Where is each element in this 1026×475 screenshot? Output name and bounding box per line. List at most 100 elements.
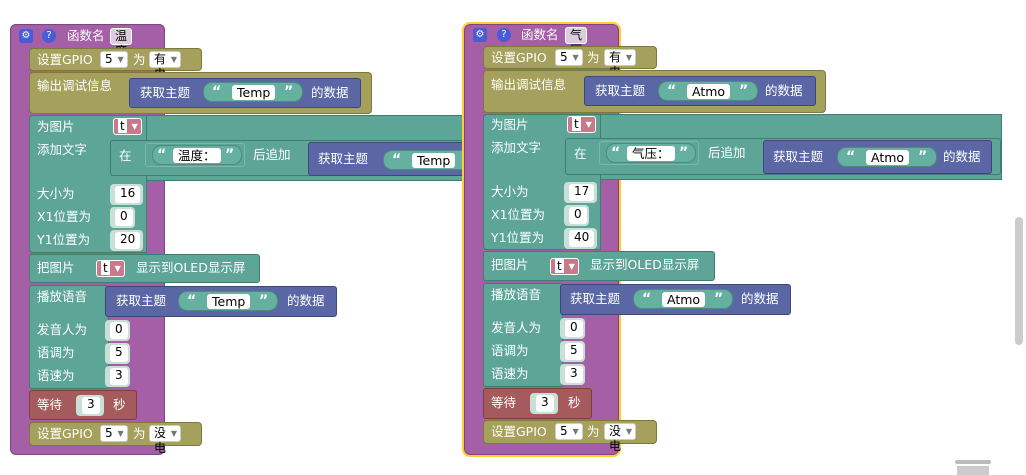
text-literal[interactable]: “ 温度： ”	[152, 145, 242, 165]
as-label: 为	[133, 426, 146, 441]
as-label: 为	[587, 424, 600, 439]
set-gpio-label: 设置GPIO	[491, 50, 547, 65]
text-literal[interactable]: “ Atmo ”	[633, 289, 733, 309]
image-var-dropdown[interactable]: t▼	[113, 118, 142, 135]
prefix-text[interactable]: 气压：	[627, 146, 675, 161]
speed-label: 语速为	[37, 368, 75, 383]
set-gpio-label: 设置GPIO	[491, 424, 547, 439]
size-value[interactable]: 16	[115, 186, 141, 203]
x1-value[interactable]: 0	[115, 209, 133, 226]
x1-label: X1位置为	[491, 207, 546, 222]
debug-label: 输出调试信息	[491, 77, 567, 92]
topic-text[interactable]: Temp	[412, 153, 456, 168]
gpio-state-dropdown[interactable]: 没电▼	[149, 425, 182, 455]
set-gpio-label: 设置GPIO	[37, 52, 93, 67]
wait-label: 等待	[37, 397, 63, 412]
function-name-field[interactable]: 温度	[110, 28, 133, 58]
y1-label: Y1位置为	[37, 232, 91, 247]
image-var-dropdown[interactable]: t▼	[550, 258, 579, 275]
topic-text[interactable]: Temp	[232, 85, 276, 100]
gpio-pin-dropdown[interactable]: 5▼	[555, 423, 583, 440]
speaker-label: 发音人为	[491, 320, 542, 335]
add-text-label: 添加文字	[491, 140, 542, 155]
get-topic-label: 获取主题	[140, 85, 191, 100]
function-label: 函数名	[521, 27, 559, 42]
pitch-value[interactable]: 5	[110, 345, 128, 362]
x1-label: X1位置为	[37, 209, 92, 224]
gpio-pin-dropdown[interactable]: 5▼	[100, 425, 128, 442]
prefix-text[interactable]: 温度：	[173, 148, 221, 163]
speed-value[interactable]: 3	[565, 366, 583, 383]
seconds-label: 秒	[568, 395, 581, 410]
add-text-label: 添加文字	[37, 142, 88, 157]
gpio-state-dropdown[interactable]: 没电▼	[604, 423, 637, 453]
trash-icon[interactable]	[953, 458, 993, 475]
x1-value[interactable]: 0	[569, 207, 587, 224]
text-literal[interactable]: “ Temp	[383, 150, 473, 170]
y1-label: Y1位置为	[491, 230, 545, 245]
gpio-pin-dropdown[interactable]: 5▼	[100, 51, 128, 68]
size-value[interactable]: 17	[569, 184, 595, 201]
speaker-value[interactable]: 0	[110, 322, 128, 339]
data-label: 的数据	[311, 85, 349, 100]
wait-value[interactable]: 3	[82, 397, 100, 414]
set-gpio-label: 设置GPIO	[37, 426, 93, 441]
image-label: 为图片	[37, 119, 75, 134]
y1-value[interactable]: 20	[115, 232, 141, 249]
text-literal[interactable]: “ Temp ”	[203, 82, 303, 102]
function-name-field[interactable]: 气压	[565, 27, 588, 57]
get-topic-label: 获取主题	[318, 151, 369, 166]
wait-label: 等待	[491, 395, 517, 410]
gpio-pin-dropdown[interactable]: 5▼	[555, 49, 583, 66]
topic-text[interactable]: Temp	[207, 294, 251, 309]
wait-value[interactable]: 3	[536, 395, 554, 412]
at-label: 在	[574, 146, 587, 161]
text-literal[interactable]: “ Atmo ”	[658, 81, 758, 101]
size-label: 大小为	[491, 184, 529, 199]
as-label: 为	[133, 52, 146, 67]
image-var-dropdown[interactable]: t▼	[96, 260, 125, 277]
show-oled-block[interactable]	[483, 251, 715, 281]
append-label: 后追加	[708, 145, 746, 160]
data-label: 的数据	[741, 291, 779, 306]
play-voice-label: 播放语音	[37, 289, 88, 304]
topic-text[interactable]: Atmo	[662, 292, 706, 307]
show-oled-block[interactable]	[29, 254, 260, 283]
image-var-dropdown[interactable]: t▼	[567, 116, 596, 133]
gear-icon[interactable]: ⚙	[473, 28, 487, 42]
vertical-scrollbar[interactable]	[1015, 217, 1023, 345]
text-literal[interactable]: “ Atmo ”	[837, 147, 937, 167]
speed-value[interactable]: 3	[110, 368, 128, 385]
pitch-label: 语调为	[491, 343, 529, 358]
as-label: 为	[587, 50, 600, 65]
get-topic-label: 获取主题	[595, 83, 646, 98]
speaker-value[interactable]: 0	[565, 320, 583, 337]
gpio-state-dropdown[interactable]: 有电▼	[604, 49, 637, 79]
speaker-label: 发音人为	[37, 322, 88, 337]
gear-icon[interactable]: ⚙	[19, 29, 33, 43]
pitch-value[interactable]: 5	[565, 343, 583, 360]
function-label: 函数名	[67, 28, 105, 43]
text-literal[interactable]: “ 气压： ”	[606, 143, 696, 163]
gpio-state-dropdown[interactable]: 有电▼	[149, 51, 182, 81]
get-topic-label: 获取主题	[570, 291, 621, 306]
data-label: 的数据	[765, 83, 803, 98]
image-label: 为图片	[491, 117, 529, 132]
seconds-label: 秒	[113, 397, 126, 412]
y1-value[interactable]: 40	[569, 230, 595, 247]
data-label: 的数据	[287, 293, 325, 308]
text-literal[interactable]: “ Temp ”	[178, 291, 278, 311]
at-label: 在	[119, 148, 132, 163]
pitch-label: 语调为	[37, 345, 75, 360]
help-icon[interactable]: ?	[42, 29, 56, 43]
topic-text[interactable]: Atmo	[687, 84, 731, 99]
show-suffix-label: 显示到OLED显示屏	[136, 260, 246, 275]
topic-text[interactable]: Atmo	[866, 150, 910, 165]
data-label: 的数据	[943, 149, 981, 164]
show-image-label: 把图片	[491, 257, 529, 272]
speed-label: 语速为	[491, 366, 529, 381]
show-image-label: 把图片	[37, 260, 75, 275]
help-icon[interactable]: ?	[497, 28, 511, 42]
get-topic-label: 获取主题	[773, 149, 824, 164]
